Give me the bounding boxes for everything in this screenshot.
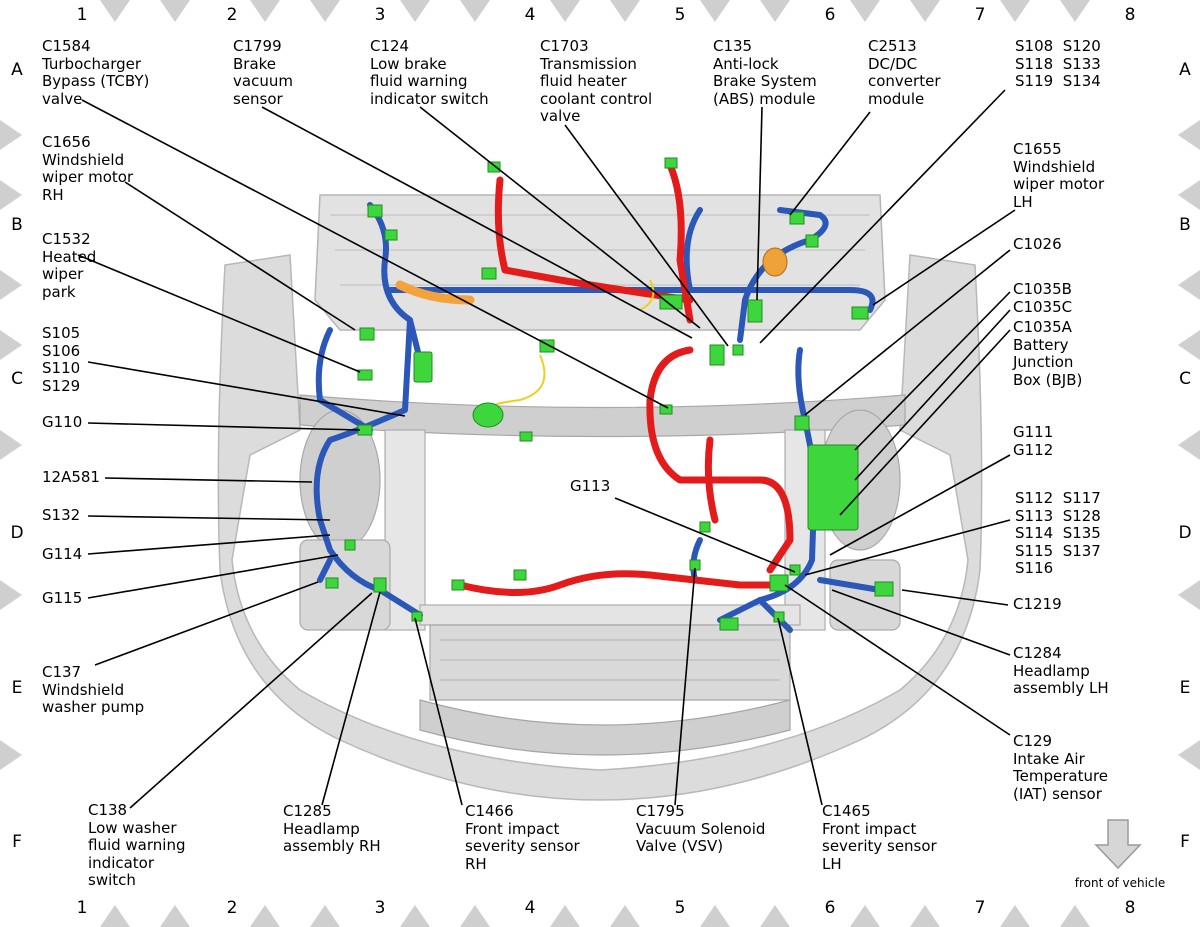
grid-col-2: 2 (226, 5, 238, 25)
label-g111-g112: G111 G112 (1013, 423, 1054, 459)
grid-col-5-bottom: 5 (674, 898, 686, 918)
harness-red (456, 161, 794, 596)
label-c1026: C1026 (1013, 235, 1062, 253)
label-g110: G110 (42, 413, 83, 431)
grid-row-d: D (10, 523, 24, 543)
label-s108-group: S108 S120 S118 S133 S119 S134 (1015, 37, 1101, 90)
grid-row-c-right: C (1179, 369, 1191, 389)
label-s105-group: S105 S106 S110 S129 (42, 324, 81, 395)
label-c2513: C2513 DC/DC converter module (868, 37, 941, 108)
label-c1655: C1655 Windshield wiper motor LH (1013, 140, 1105, 211)
label-c1035b: C1035B (1013, 280, 1072, 298)
grid-row-b: B (11, 215, 23, 235)
label-c1466: C1466 Front impact severity sensor RH (465, 802, 580, 873)
grid-col-3: 3 (374, 5, 386, 25)
front-arrow-icon (1094, 819, 1142, 870)
grid-col-6-bottom: 6 (824, 898, 836, 918)
grid-row-f-right: F (1180, 832, 1190, 852)
label-c138: C138 Low washer fluid warning indicator … (88, 801, 186, 889)
label-c1799: C1799 Brake vacuum sensor (233, 37, 293, 108)
label-c135: C135 Anti-lock Brake System (ABS) module (713, 37, 817, 108)
label-c1465: C1465 Front impact severity sensor LH (822, 802, 937, 873)
label-c1285: C1285 Headlamp assembly RH (283, 802, 381, 855)
front-of-vehicle-label: front of vehicle (1074, 876, 1166, 890)
label-c1656: C1656 Windshield wiper motor RH (42, 133, 134, 204)
label-c1703: C1703 Transmission fluid heater coolant … (540, 37, 653, 125)
grid-row-e: E (11, 678, 23, 698)
grid-col-1: 1 (76, 5, 88, 25)
label-c124: C124 Low brake fluid warning indicator s… (370, 37, 489, 108)
grid-col-4: 4 (524, 5, 536, 25)
label-c1284: C1284 Headlamp assembly LH (1013, 644, 1109, 697)
label-g115: G115 (42, 589, 83, 607)
grid-row-e-right: E (1179, 678, 1191, 698)
label-c1035a: C1035A Battery Junction Box (BJB) (1013, 318, 1083, 389)
label-c1035c: C1035C (1013, 298, 1073, 316)
label-c1532: C1532 Heated wiper park (42, 230, 97, 301)
label-s112-group: S112 S117 S113 S128 S114 S135 S115 S137 … (1015, 489, 1101, 577)
grid-row-a: A (11, 60, 23, 80)
grid-col-8-bottom: 8 (1124, 898, 1136, 918)
leader-lines (77, 89, 1016, 809)
grid-col-6: 6 (824, 5, 836, 25)
grid-col-3-bottom: 3 (374, 898, 386, 918)
grid-col-4-bottom: 4 (524, 898, 536, 918)
label-c129: C129 Intake Air Temperature (IAT) sensor (1013, 732, 1109, 803)
grid-row-c: C (11, 369, 23, 389)
grid-row-d-right: D (1178, 523, 1192, 543)
label-c1584: C1584 Turbocharger Bypass (TCBY) valve (42, 37, 150, 108)
label-g113: G113 (570, 477, 611, 495)
label-c1795: C1795 Vacuum Solenoid Valve (VSV) (636, 802, 766, 855)
grid-col-7: 7 (974, 5, 986, 25)
vacuum-reservoir (762, 247, 788, 277)
label-s132: S132 (42, 506, 81, 524)
grid-col-5: 5 (674, 5, 686, 25)
grid-row-f: F (12, 832, 22, 852)
label-12a581: 12A581 (42, 468, 100, 486)
grid-row-a-right: A (1179, 60, 1191, 80)
label-c1219: C1219 (1013, 595, 1062, 613)
label-g114: G114 (42, 545, 83, 563)
grid-col-2-bottom: 2 (226, 898, 238, 918)
grid-col-8: 8 (1124, 5, 1136, 25)
grid-col-1-bottom: 1 (76, 898, 88, 918)
grid-row-b-right: B (1179, 215, 1191, 235)
grid-col-7-bottom: 7 (974, 898, 986, 918)
label-c137: C137 Windshield washer pump (42, 663, 145, 716)
